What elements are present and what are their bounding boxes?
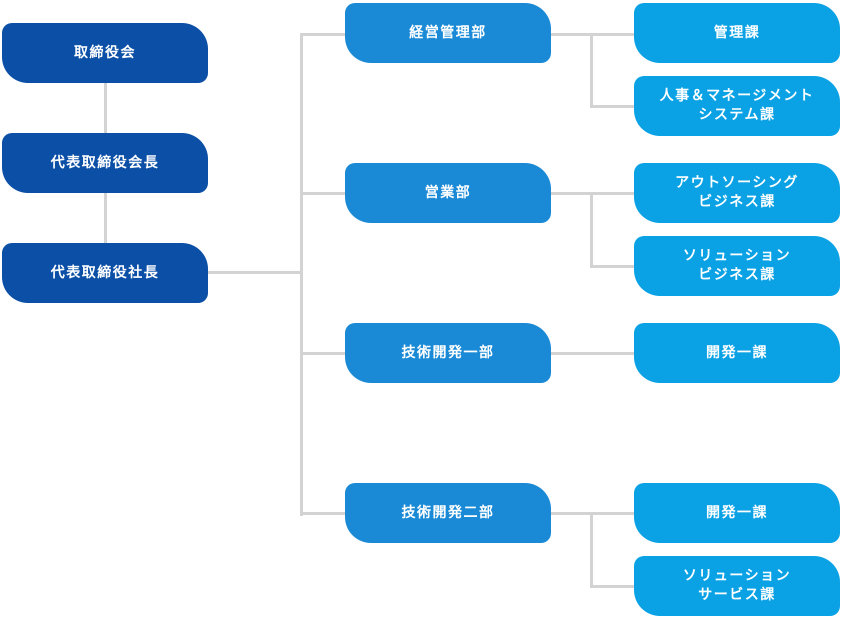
section-solution-service: ソリューション サービス課 — [634, 556, 840, 616]
connector-president-trunk — [208, 271, 302, 274]
section-solution-business: ソリューション ビジネス課 — [634, 236, 840, 296]
connector-dept-2-branch — [590, 192, 593, 268]
dept-engineering-1: 技術開発一部 — [345, 323, 551, 383]
exec-president: 代表取締役社長 — [2, 243, 208, 303]
connector-dept-1-out — [550, 33, 636, 36]
dept-management: 経営管理部 — [345, 3, 551, 63]
connector-dept-1-branch — [590, 33, 593, 108]
connector-dept-4-branch — [590, 512, 593, 588]
section-hr-management-systems: 人事＆マネージメント システム課 — [634, 76, 840, 136]
exec-chairman: 代表取締役会長 — [2, 133, 208, 193]
connector-dept-2-out — [550, 192, 636, 195]
section-development-1-eng1: 開発一課 — [634, 323, 840, 383]
connector-dept-3-out — [550, 352, 636, 355]
connector-trunk-dept-1 — [300, 33, 347, 36]
dept-sales: 営業部 — [345, 163, 551, 223]
connector-trunk-dept-4 — [300, 512, 347, 515]
section-administration: 管理課 — [634, 3, 840, 63]
dept-engineering-2: 技術開発二部 — [345, 483, 551, 543]
exec-board: 取締役会 — [2, 23, 208, 83]
connector-board-chairman — [104, 82, 107, 134]
connector-trunk-dept-3 — [300, 352, 347, 355]
connector-chairman-president — [104, 192, 107, 244]
connector-dept-2-section-2 — [590, 265, 636, 268]
connector-main-trunk — [300, 33, 303, 516]
connector-dept-4-out — [550, 512, 636, 515]
connector-dept-4-section-2 — [590, 585, 636, 588]
connector-trunk-dept-2 — [300, 192, 347, 195]
section-outsourcing-business: アウトソーシング ビジネス課 — [634, 163, 840, 223]
section-development-1-eng2: 開発一課 — [634, 483, 840, 543]
connector-dept-1-section-2 — [590, 105, 636, 108]
